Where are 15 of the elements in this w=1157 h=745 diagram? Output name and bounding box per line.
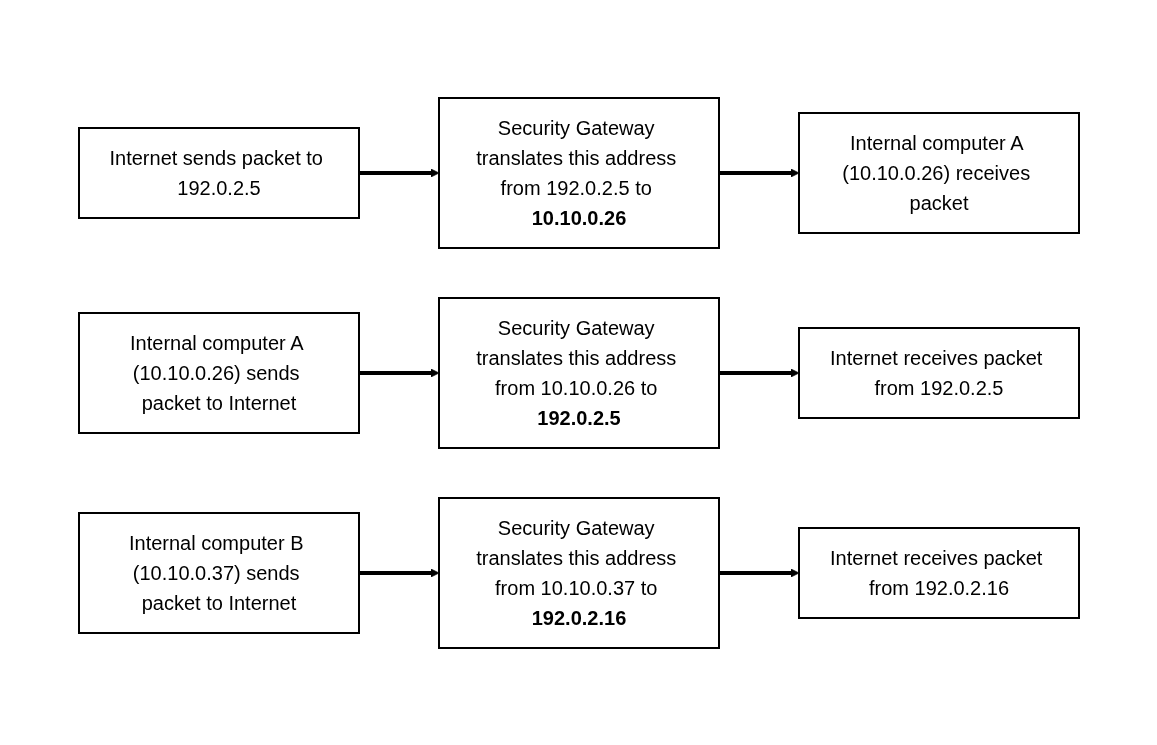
arrow bbox=[358, 368, 439, 377]
node-box: Security Gateway translates this address from 192.0.2.5 to 10.10.0.26 bbox=[437, 96, 720, 249]
node-box: Internet receives packet from 192.0.2.16 bbox=[797, 526, 1080, 619]
arrow bbox=[718, 168, 799, 177]
node-box: Security Gateway translates this address from 10.10.0.37 to 192.0.2.16 bbox=[437, 496, 720, 649]
node-box: Security Gateway translates this address from 10.10.0.26 to 192.0.2.5 bbox=[437, 296, 720, 449]
arrow bbox=[358, 168, 439, 177]
node-box: Internal computer B (10.10.0.37) sends packet to Internet bbox=[77, 511, 360, 634]
node-box: Internet sends packet to 192.0.2.5 bbox=[77, 126, 360, 219]
arrow bbox=[718, 368, 799, 377]
node-box: Internal computer A (10.10.0.26) receives packet bbox=[797, 111, 1080, 234]
node-box: Internet receives packet from 192.0.2.5 bbox=[797, 326, 1080, 419]
node-box: Internal computer A (10.10.0.26) sends packet to Internet bbox=[77, 311, 360, 434]
arrow bbox=[718, 568, 799, 577]
arrow bbox=[358, 568, 439, 577]
